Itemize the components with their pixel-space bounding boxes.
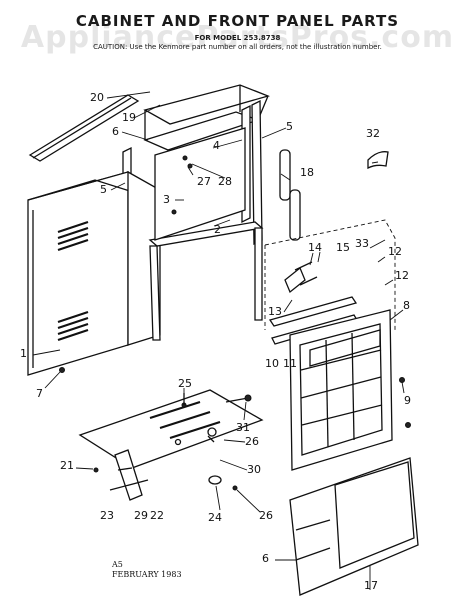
callout-8: 8	[403, 299, 410, 312]
callout-23: 23	[100, 509, 114, 522]
cabinet-louvers	[57, 220, 89, 342]
post-part	[279, 149, 301, 241]
grille-grid	[300, 332, 383, 448]
callout-9: 9	[404, 394, 411, 407]
callout-33: 33	[355, 237, 369, 250]
callout-18: 18	[300, 166, 314, 179]
top-rail-part	[28, 94, 140, 162]
cabinet-shell-part	[27, 170, 161, 376]
callout-26-lower: 26	[259, 509, 273, 522]
callout-3: 3	[163, 193, 170, 206]
screw-hardware	[59, 155, 411, 428]
callout-12-lower: 12	[395, 269, 409, 282]
callout-25: 25	[178, 377, 192, 390]
support-bracket-part	[109, 449, 149, 501]
watermark: AppliancePartsPros.com	[20, 20, 455, 55]
callout-20: 20	[90, 91, 104, 104]
leader-lines	[32, 91, 405, 590]
callout-13: 13	[268, 305, 282, 318]
callout-4: 4	[213, 139, 220, 152]
bracket-part	[367, 151, 389, 170]
callout-5-right: 5	[286, 120, 293, 133]
callout-5-left: 5	[100, 183, 107, 196]
access-door-part	[289, 457, 419, 596]
front-frame-part	[148, 221, 264, 341]
callout-26-upper: 26	[245, 435, 259, 448]
callout-28: 28	[218, 175, 232, 188]
top-channel-part	[143, 84, 271, 151]
callout-12-upper: 12	[388, 245, 402, 258]
upper-panel-part	[154, 127, 246, 241]
callout-31: 31	[236, 421, 250, 434]
callout-14: 14	[308, 241, 322, 254]
control-slots	[149, 400, 221, 440]
knob-and-screws	[93, 393, 252, 491]
callout-7: 7	[36, 387, 43, 400]
callout-32: 32	[366, 127, 380, 140]
callout-1: 1	[20, 347, 27, 360]
diagram-title: CABINET AND FRONT PANEL PARTS	[75, 12, 400, 30]
callout-29: 29	[134, 509, 148, 522]
footer-date: FEBRUARY 1983	[112, 570, 182, 579]
callout-2: 2	[214, 223, 221, 236]
callout-15: 15	[336, 241, 350, 254]
callout-24: 24	[208, 511, 222, 524]
callout-27: 27	[197, 175, 211, 188]
callout-10: 10	[265, 357, 279, 370]
callout-6-lower: 6	[262, 552, 269, 565]
callout-17: 17	[364, 579, 378, 592]
callout-22: 22	[150, 509, 164, 522]
footer-code: A5	[112, 560, 123, 569]
front-panel-assembly-box	[264, 219, 396, 330]
callout-21: 21	[60, 459, 74, 472]
callout-11: 11	[283, 357, 297, 370]
callout-19: 19	[122, 111, 136, 124]
caution-note: CAUTION: Use the Kenmore part number on …	[93, 43, 382, 51]
callout-30: 30	[247, 463, 261, 476]
callout-6: 6	[112, 125, 119, 138]
model-line: FOR MODEL 253.8738	[194, 34, 281, 42]
latch-hardware	[284, 261, 318, 294]
control-panel-plate	[78, 389, 264, 469]
front-grille-part	[289, 309, 393, 471]
